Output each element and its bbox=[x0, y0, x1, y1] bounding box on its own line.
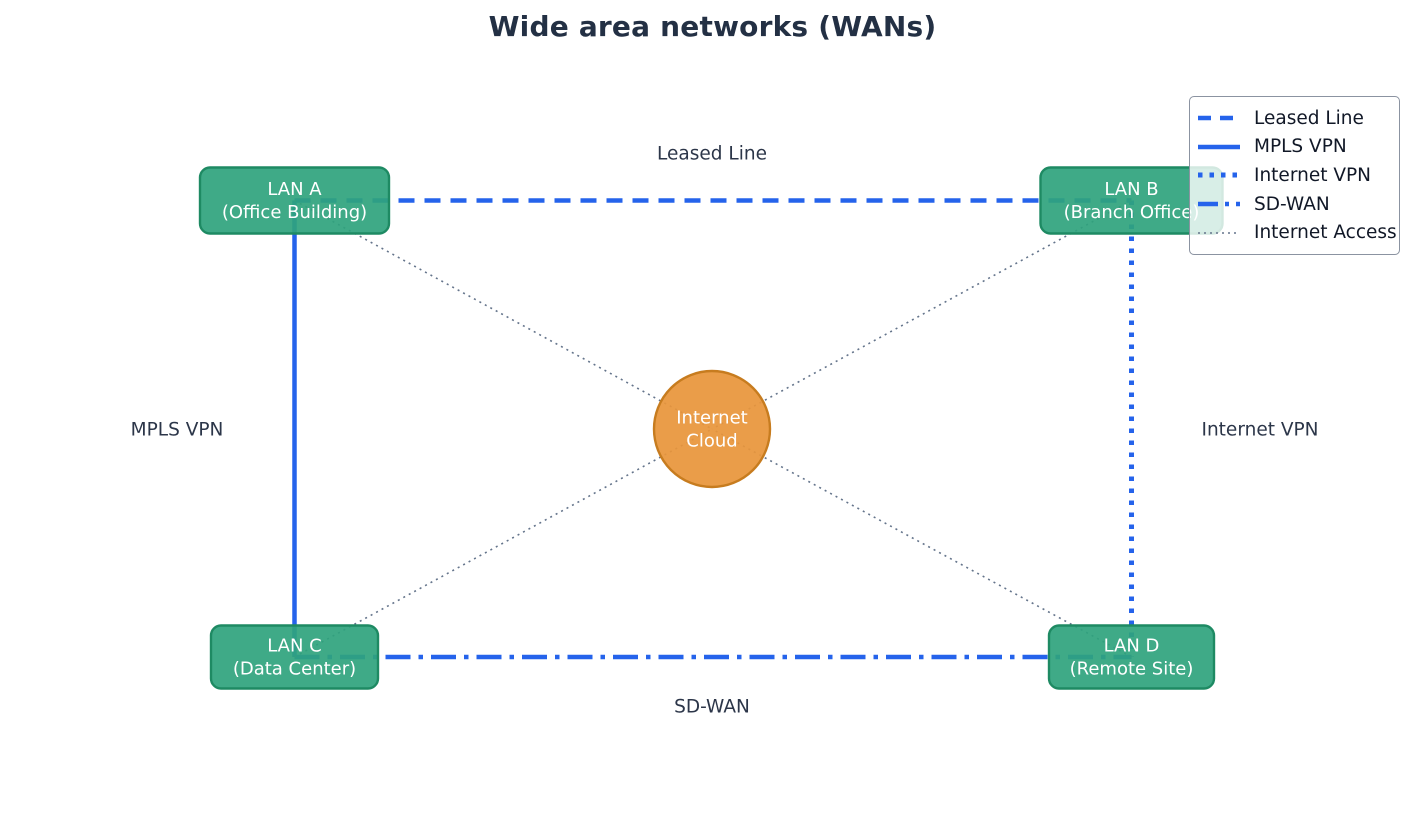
legend-line-sample-icon bbox=[1198, 116, 1240, 121]
node-lan-a: LAN A(Office Building) bbox=[198, 166, 391, 235]
internet-vpn-label: Internet VPN bbox=[1202, 420, 1319, 441]
legend-item-leased-line: Leased Line bbox=[1197, 104, 1390, 133]
legend-item-label: Internet Access bbox=[1254, 222, 1397, 244]
internet-access-b-line bbox=[711, 199, 1132, 430]
legend-line-sample-icon bbox=[1198, 231, 1240, 234]
node-lan-c-box bbox=[209, 624, 380, 690]
node-lan-d: LAN D(Remote Site) bbox=[1047, 624, 1216, 690]
legend-line-sample-icon bbox=[1198, 172, 1240, 178]
node-lan-d-box bbox=[1047, 624, 1216, 690]
legend-line-sample-icon bbox=[1198, 201, 1240, 207]
legend-item-label: Leased Line bbox=[1254, 107, 1364, 129]
legend-item-internet-vpn: Internet VPN bbox=[1197, 161, 1390, 190]
mpls-vpn-label: MPLS VPN bbox=[131, 420, 224, 441]
internet-access-d-line bbox=[711, 428, 1132, 658]
legend-item-internet-access: Internet Access bbox=[1197, 218, 1397, 247]
sd-wan-label: SD-WAN bbox=[674, 697, 750, 718]
node-lan-c: LAN C(Data Center) bbox=[209, 624, 380, 690]
legend-item-label: Internet VPN bbox=[1254, 164, 1371, 186]
internet-access-c-line bbox=[294, 428, 713, 658]
node-lan-d-label: LAN D(Remote Site) bbox=[1070, 636, 1194, 680]
legend-item-label: SD-WAN bbox=[1254, 193, 1330, 215]
leased-line-label: Leased Line bbox=[657, 144, 767, 165]
internet-access-a-line bbox=[294, 199, 713, 430]
node-lan-a-label: LAN A(Office Building) bbox=[222, 179, 367, 223]
legend-item-sd-wan: SD-WAN bbox=[1197, 190, 1390, 219]
node-lan-a-box bbox=[198, 166, 391, 235]
node-lan-b: LAN B(Branch Office) bbox=[1039, 166, 1224, 235]
legend-line-sample-icon bbox=[1198, 144, 1240, 150]
internet-cloud-circle bbox=[652, 369, 772, 489]
node-lan-c-label: LAN C(Data Center) bbox=[233, 636, 356, 680]
legend-item-mpls-vpn: MPLS VPN bbox=[1197, 133, 1390, 162]
node-lan-b-label: LAN B(Branch Office) bbox=[1064, 179, 1200, 223]
legend-item-label: MPLS VPN bbox=[1254, 136, 1347, 158]
diagram-title: Wide area networks (WANs) bbox=[488, 10, 937, 43]
